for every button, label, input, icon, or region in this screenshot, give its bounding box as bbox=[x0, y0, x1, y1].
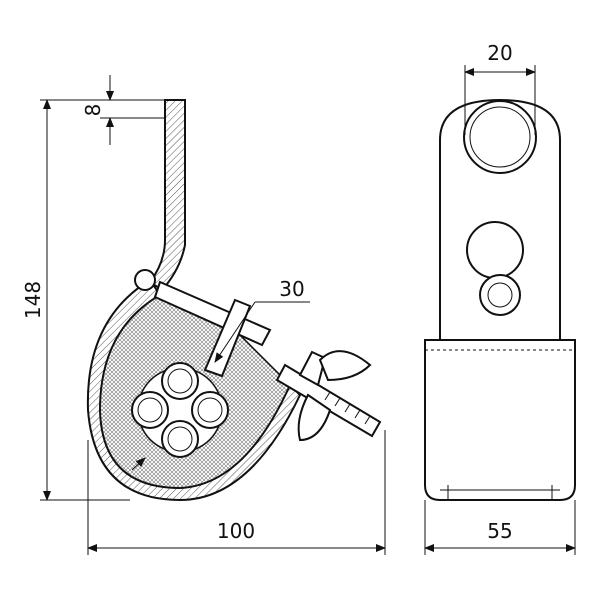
dimension-100-label: 100 bbox=[217, 519, 255, 543]
dimension-148: 148 bbox=[21, 99, 165, 501]
dimension-8: 8 bbox=[81, 75, 165, 145]
side-view bbox=[424, 98, 576, 501]
cable-3 bbox=[191, 391, 229, 429]
hook-strip bbox=[148, 99, 186, 292]
cable-4 bbox=[161, 420, 199, 458]
dimension-20: 20 bbox=[464, 41, 536, 135]
dimension-55-label: 55 bbox=[487, 519, 512, 543]
cable-bundle bbox=[131, 362, 229, 458]
cable-2 bbox=[131, 391, 169, 429]
dimension-20-label: 20 bbox=[487, 41, 512, 65]
mounting-hole bbox=[463, 100, 537, 174]
dimension-30: 30 bbox=[131, 277, 310, 471]
cable-1 bbox=[161, 362, 199, 400]
dimension-55: 55 bbox=[424, 500, 576, 555]
dimension-100: 100 bbox=[87, 430, 386, 555]
bolt-wingnut bbox=[275, 350, 382, 442]
dimension-148-label: 148 bbox=[21, 281, 45, 319]
dimension-8-label: 8 bbox=[81, 104, 105, 117]
dimension-30-label: 30 bbox=[279, 277, 304, 301]
